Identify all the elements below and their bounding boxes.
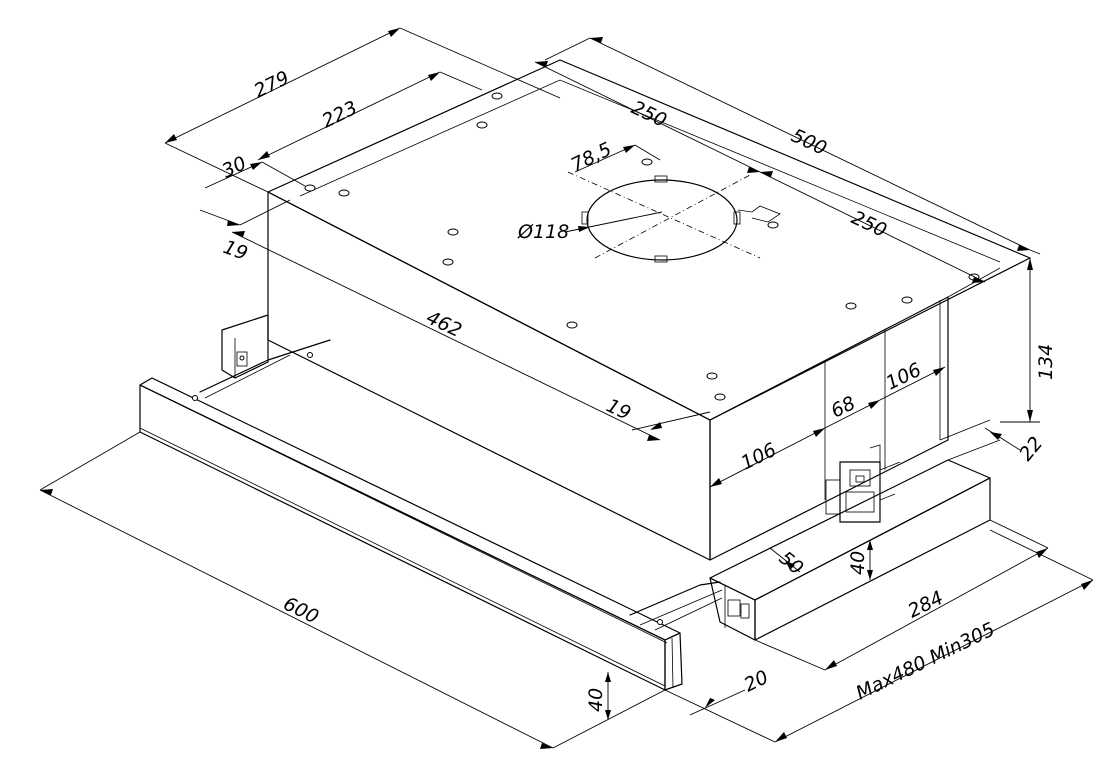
base-box (709, 459, 991, 641)
dim-19-left: 19 (220, 236, 250, 265)
left-control-box (221, 314, 269, 379)
dim-250-right: 250 (848, 207, 890, 242)
front-visor-panel (139, 377, 683, 691)
dimension-labels: 279 223 30 19 250 500 78,5 250 Ø118 462 … (219, 67, 1057, 712)
mounting-holes (304, 92, 980, 401)
dim-30: 30 (219, 152, 250, 182)
dim-279: 279 (251, 67, 293, 103)
hole (338, 189, 350, 197)
visor-end-face (664, 632, 683, 691)
hood-body (267, 59, 1031, 561)
hole (901, 296, 913, 304)
dimension-lines (39, 27, 1094, 749)
hole (706, 372, 718, 380)
hole (447, 228, 459, 236)
dim-68: 68 (828, 392, 859, 422)
hood-right-face (709, 296, 949, 561)
dim-40-right: 40 (847, 551, 869, 575)
dim-106-right: 106 (883, 359, 925, 395)
dim-19-mid: 19 (603, 395, 634, 425)
hole (714, 393, 726, 401)
dim-284: 284 (905, 587, 947, 623)
dim-462: 462 (423, 307, 465, 342)
dim-250-top: 250 (628, 97, 670, 132)
hole (442, 258, 454, 266)
hole (767, 221, 779, 229)
dim-20: 20 (741, 666, 772, 696)
hood-left-face (267, 191, 711, 561)
duct-circle (586, 179, 738, 261)
hole (491, 92, 503, 100)
dim-223: 223 (319, 97, 361, 133)
dim-134: 134 (1035, 344, 1057, 380)
hole (641, 158, 653, 166)
mounting-bracket (825, 419, 1001, 523)
visor-front-face (139, 384, 666, 691)
hole (304, 184, 316, 192)
hole (566, 321, 578, 329)
sliding-rails (192, 339, 723, 631)
visor-top-face (139, 377, 681, 641)
hole (845, 302, 857, 310)
duct-opening (567, 171, 761, 263)
dim-22: 22 (1015, 433, 1047, 466)
dim-500: 500 (788, 125, 830, 160)
base-left-face (709, 577, 756, 641)
dim-600: 600 (280, 593, 322, 629)
dim-diameter-118: Ø118 (517, 221, 569, 243)
dim-40-front: 40 (585, 688, 607, 712)
dim-max-min: Max480 Min305 (853, 618, 999, 704)
hole (476, 121, 488, 129)
dim-50: 50 (775, 547, 808, 579)
dim-106-left: 106 (738, 439, 780, 475)
dim-78-5: 78,5 (568, 138, 616, 176)
